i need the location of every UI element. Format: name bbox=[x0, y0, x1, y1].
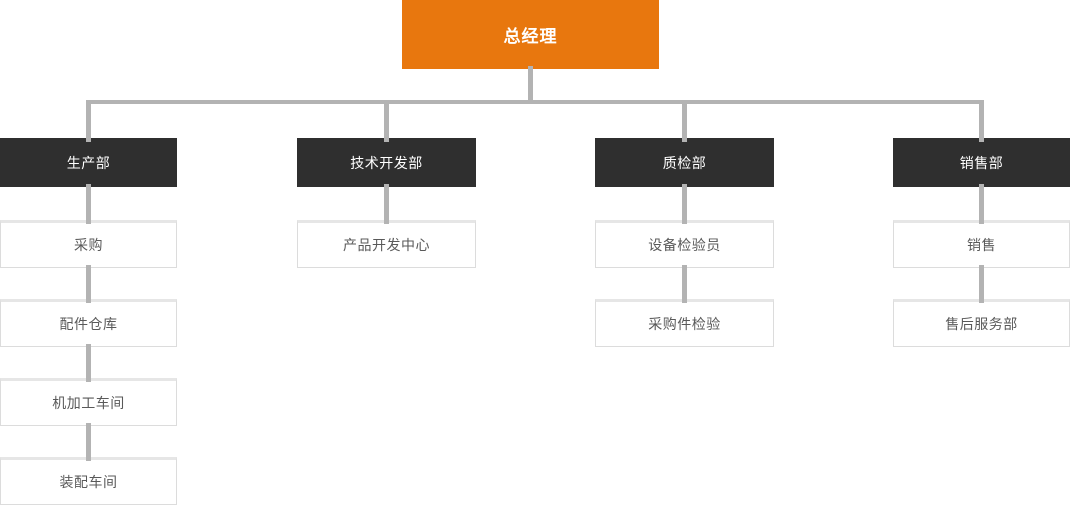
node-dept-sales[interactable]: 销售部 bbox=[893, 138, 1070, 187]
connector-drop-quality bbox=[682, 100, 687, 142]
connector-drop-production bbox=[86, 100, 91, 142]
connector bbox=[979, 184, 984, 224]
node-purchased-parts-inspection[interactable]: 采购件检验 bbox=[595, 299, 774, 347]
node-after-sales-service[interactable]: 售后服务部 bbox=[893, 299, 1070, 347]
connector bbox=[86, 184, 91, 224]
node-assembly-workshop[interactable]: 装配车间 bbox=[0, 457, 177, 505]
connector bbox=[979, 265, 984, 303]
node-dept-quality-inspection[interactable]: 质检部 bbox=[595, 138, 774, 187]
connector bbox=[86, 344, 91, 382]
connector-level1-horizontal bbox=[86, 100, 984, 104]
connector bbox=[682, 184, 687, 224]
connector bbox=[86, 423, 91, 461]
connector bbox=[682, 265, 687, 303]
node-sales[interactable]: 销售 bbox=[893, 220, 1070, 268]
node-machining-workshop[interactable]: 机加工车间 bbox=[0, 378, 177, 426]
node-general-manager[interactable]: 总经理 bbox=[402, 0, 659, 69]
node-product-dev-center[interactable]: 产品开发中心 bbox=[297, 220, 476, 268]
connector-root-stem bbox=[528, 66, 533, 104]
node-dept-production[interactable]: 生产部 bbox=[0, 138, 177, 187]
node-dept-tech-development[interactable]: 技术开发部 bbox=[297, 138, 476, 187]
node-parts-warehouse[interactable]: 配件仓库 bbox=[0, 299, 177, 347]
connector bbox=[86, 265, 91, 303]
connector bbox=[384, 184, 389, 224]
connector-drop-tech bbox=[384, 100, 389, 142]
node-purchasing[interactable]: 采购 bbox=[0, 220, 177, 268]
connector-drop-sales bbox=[979, 100, 984, 142]
node-equipment-inspector[interactable]: 设备检验员 bbox=[595, 220, 774, 268]
